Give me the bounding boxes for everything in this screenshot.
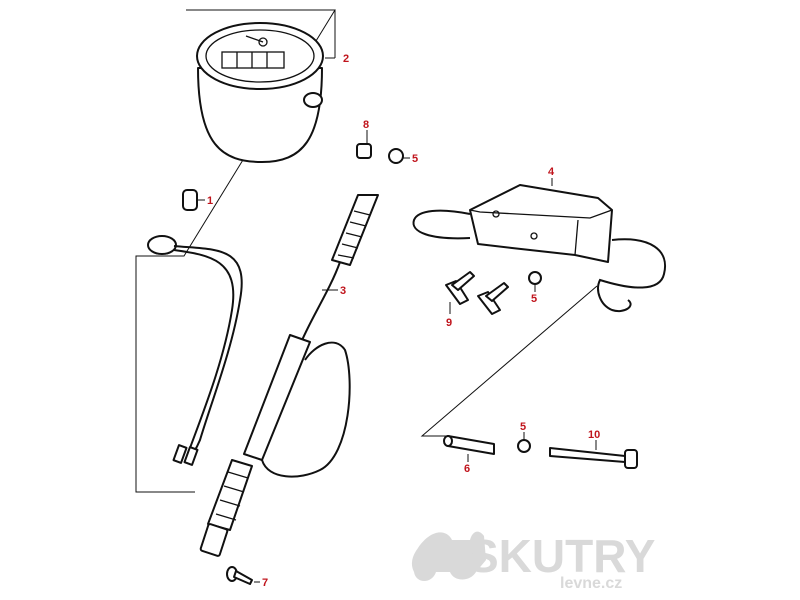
- bolt-10-part: [549, 440, 638, 469]
- nut-5-right-part: [528, 271, 542, 292]
- callout-3: 3: [340, 285, 346, 297]
- nut-8-part: [356, 130, 372, 159]
- meter-bracket-part: [412, 178, 667, 312]
- speedometer-part: [196, 22, 335, 163]
- wiring-harness: [147, 235, 243, 466]
- speedometer-cable-part: [199, 194, 379, 557]
- callout-6: 6: [464, 463, 470, 475]
- scooter-icon: [411, 531, 486, 581]
- callout-5-right: 5: [531, 293, 537, 305]
- nut-5-lower-part: [517, 432, 531, 453]
- collar-6-part: [443, 435, 495, 462]
- callout-5-lower: 5: [520, 421, 526, 433]
- callout-4: 4: [548, 166, 555, 178]
- bulb-socket-part: [182, 189, 205, 211]
- bolts-9-part: [445, 271, 509, 315]
- watermark-domain: levne.cz: [560, 575, 622, 592]
- brand-watermark: SKUTRY levne.cz: [411, 530, 655, 592]
- nut-5-upper-part: [388, 148, 410, 164]
- assembly-boundary: [135, 9, 336, 493]
- callout-2: 2: [343, 53, 349, 65]
- screw-7-part: [226, 566, 260, 585]
- callout-10: 10: [588, 429, 600, 441]
- collar-group-leader: [420, 285, 598, 437]
- callout-1: 1: [207, 195, 213, 207]
- callout-5-upper: 5: [412, 153, 418, 165]
- watermark-brand: SKUTRY: [468, 530, 655, 582]
- callout-9: 9: [446, 317, 452, 329]
- callout-8: 8: [363, 119, 369, 131]
- callout-7: 7: [262, 577, 268, 589]
